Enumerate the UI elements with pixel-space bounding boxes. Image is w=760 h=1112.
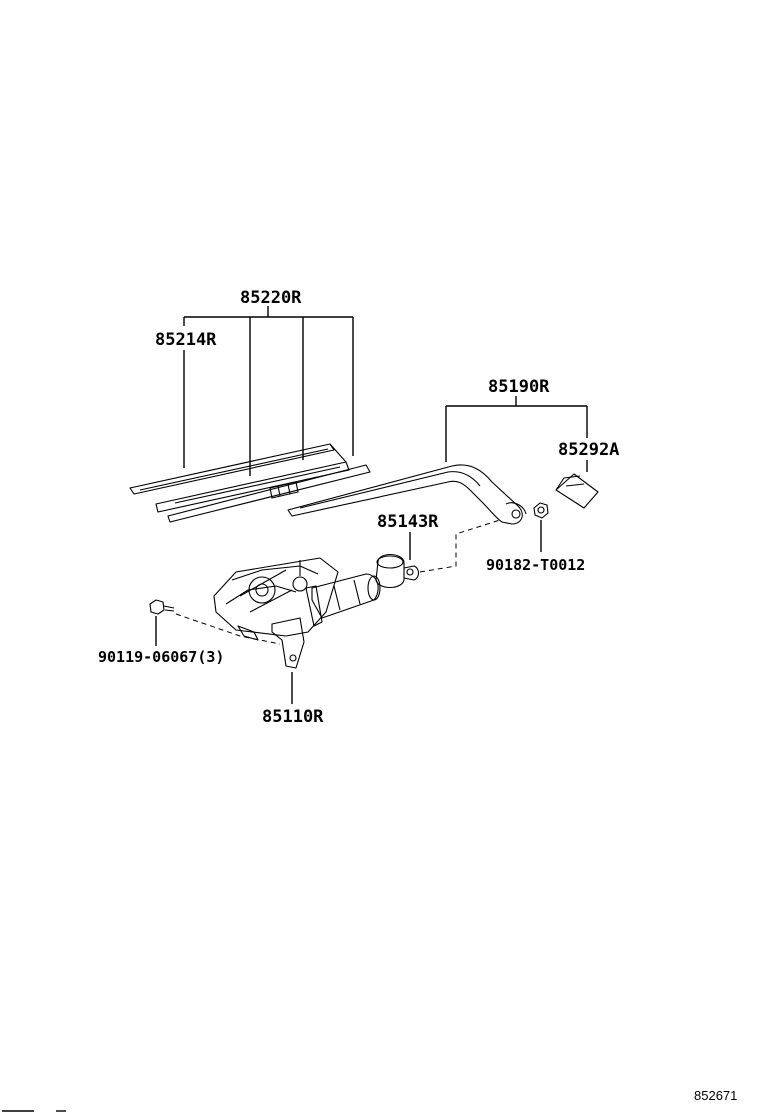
pivot-cap[interactable] bbox=[375, 553, 420, 589]
arm-cover[interactable] bbox=[555, 473, 599, 509]
wiper-blade-assembly[interactable] bbox=[129, 443, 371, 523]
callout-85143R: 85143R bbox=[377, 512, 439, 532]
wiper-motor[interactable] bbox=[213, 557, 381, 669]
arm-leaders bbox=[445, 396, 588, 462]
callout-85292A: 85292A bbox=[558, 440, 619, 460]
callout-85190R: 85190R bbox=[488, 377, 550, 397]
arm-nut[interactable] bbox=[533, 502, 549, 519]
callout-85110R: 85110R bbox=[262, 707, 324, 727]
blade-leaders bbox=[183, 306, 354, 476]
callout-85220R: 85220R bbox=[240, 288, 302, 308]
figure-reference-number: 852671 bbox=[694, 1088, 737, 1103]
callout-90119-06067: 90119-06067(3) bbox=[98, 648, 224, 666]
motor-bolt[interactable] bbox=[149, 599, 175, 615]
wiper-arm[interactable] bbox=[287, 464, 527, 525]
callout-90182-T0012: 90182-T0012 bbox=[486, 556, 585, 574]
callout-85214R: 85214R bbox=[155, 330, 217, 350]
